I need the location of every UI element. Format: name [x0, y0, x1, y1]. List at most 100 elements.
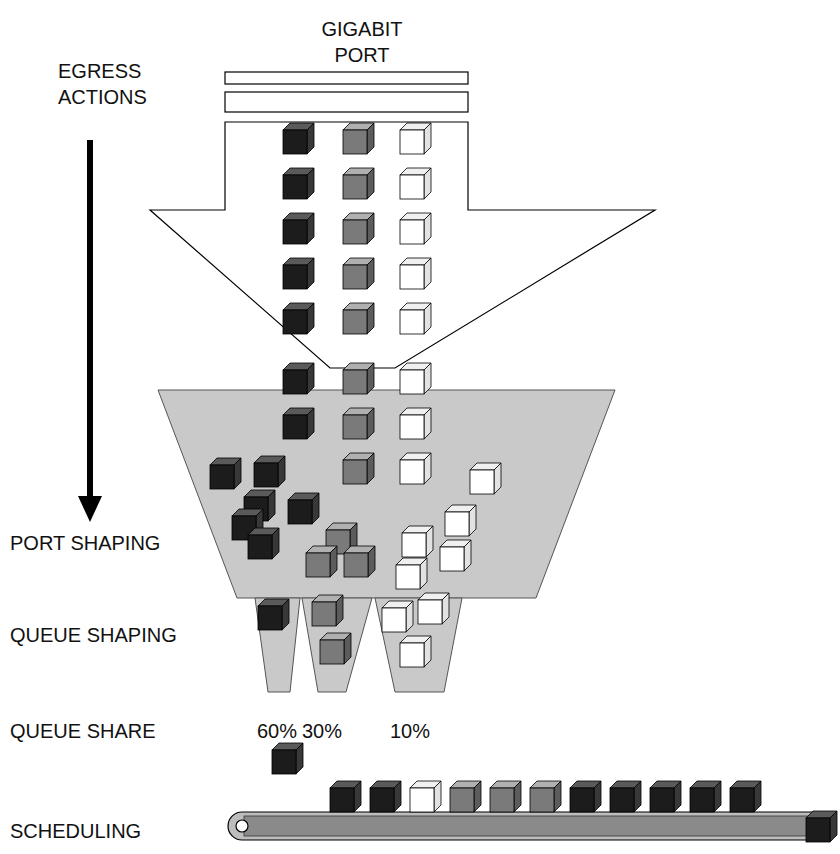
- cube-side: [272, 528, 279, 559]
- packet-cube: [312, 595, 343, 626]
- stage-label: PORT SHAPING: [10, 530, 160, 556]
- stage-label: QUEUE SHARE: [10, 718, 156, 744]
- cube-side: [469, 505, 476, 536]
- cube-side: [367, 123, 374, 154]
- cube-side: [474, 781, 481, 812]
- cube-front: [806, 818, 830, 842]
- cube-front: [272, 750, 296, 774]
- packet-cube: [450, 781, 481, 812]
- cube-side: [344, 633, 351, 664]
- packet-cube: [343, 303, 374, 334]
- packet-cube: [400, 303, 431, 334]
- cube-side: [307, 123, 314, 154]
- packet-cube: [343, 123, 374, 154]
- packet-cube: [400, 213, 431, 244]
- packet-cube: [283, 168, 314, 199]
- stage-label: SCHEDULING: [10, 818, 141, 844]
- packet-cube: [402, 526, 433, 557]
- cube-front: [440, 547, 464, 571]
- cube-side: [307, 213, 314, 244]
- packet-cube: [445, 505, 476, 536]
- cube-front: [283, 220, 307, 244]
- packet-cube: [400, 408, 431, 439]
- port-funnel: [158, 390, 615, 598]
- packet-cube: [440, 540, 471, 571]
- packet-cube: [320, 633, 351, 664]
- cube-side: [368, 546, 375, 577]
- packet-cube: [283, 258, 314, 289]
- cube-front: [343, 310, 367, 334]
- share-percent: 30%: [302, 718, 342, 744]
- cube-front: [283, 175, 307, 199]
- cube-side: [268, 490, 275, 521]
- packet-cube: [343, 408, 374, 439]
- cube-front: [400, 220, 424, 244]
- packet-cube: [283, 213, 314, 244]
- stage-label: QUEUE SHAPING: [10, 622, 177, 648]
- cube-side: [634, 781, 641, 812]
- cube-side: [424, 303, 431, 334]
- cube-front: [400, 175, 424, 199]
- cube-front: [382, 608, 406, 632]
- cube-side: [282, 599, 289, 630]
- packet-cube: [610, 781, 641, 812]
- cube-front: [400, 265, 424, 289]
- cube-front: [445, 512, 469, 536]
- cube-side: [307, 168, 314, 199]
- cube-side: [367, 453, 374, 484]
- cube-side: [426, 526, 433, 557]
- cube-front: [344, 553, 368, 577]
- cube-side: [336, 595, 343, 626]
- packet-cube: [470, 463, 501, 494]
- queue-funnel: [255, 598, 300, 692]
- packet-cube: [283, 123, 314, 154]
- packet-cube: [283, 408, 314, 439]
- cube-front: [258, 606, 282, 630]
- cube-side: [494, 463, 501, 494]
- packet-cube: [400, 363, 431, 394]
- cube-front: [254, 463, 278, 487]
- packet-cube: [418, 593, 449, 624]
- cube-side: [424, 168, 431, 199]
- packet-cube: [344, 546, 375, 577]
- cube-side: [312, 493, 319, 524]
- packet-cube: [400, 636, 431, 667]
- cube-side: [514, 781, 521, 812]
- cube-side: [830, 811, 837, 842]
- cube-side: [424, 213, 431, 244]
- cube-front: [343, 130, 367, 154]
- cube-front: [370, 788, 394, 812]
- cube-front: [450, 788, 474, 812]
- cube-side: [367, 363, 374, 394]
- cube-side: [307, 408, 314, 439]
- cube-front: [400, 130, 424, 154]
- cube-side: [442, 593, 449, 624]
- packet-cube: [650, 781, 681, 812]
- cube-side: [307, 303, 314, 334]
- port-label: GIGABIT PORT: [302, 16, 422, 68]
- packet-cube: [258, 599, 289, 630]
- cube-side: [367, 168, 374, 199]
- packet-cube: [254, 456, 285, 487]
- cube-side: [424, 636, 431, 667]
- cube-front: [470, 470, 494, 494]
- packet-cube: [248, 528, 279, 559]
- cube-front: [650, 788, 674, 812]
- packet-cube: [400, 453, 431, 484]
- cube-front: [248, 535, 272, 559]
- packet-cube: [343, 363, 374, 394]
- packet-cube: [343, 453, 374, 484]
- packet-cube: [400, 123, 431, 154]
- port-bar: [225, 72, 468, 84]
- share-percent: 10%: [390, 718, 430, 744]
- cube-side: [367, 408, 374, 439]
- cube-side: [354, 781, 361, 812]
- cube-side: [296, 743, 303, 774]
- cube-side: [424, 123, 431, 154]
- cube-front: [288, 500, 312, 524]
- packet-cube: [288, 493, 319, 524]
- cube-front: [343, 220, 367, 244]
- cube-side: [367, 303, 374, 334]
- cube-front: [402, 533, 426, 557]
